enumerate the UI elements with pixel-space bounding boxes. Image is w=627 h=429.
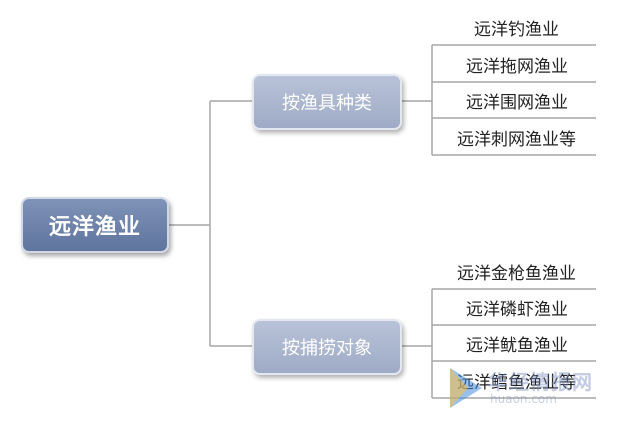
leaf-item: 远洋拖网渔业: [466, 57, 568, 77]
leaf-item: 远洋刺网渔业等: [457, 130, 576, 150]
branch-node-catch-target: 按捕捞对象: [252, 319, 402, 375]
leaf-item: 远洋磷虾渔业: [466, 300, 568, 320]
watermark-url: huaon.com: [490, 392, 557, 406]
watermark-logo-icon: [450, 368, 482, 408]
leaf-item: 远洋钓渔业: [474, 20, 559, 40]
branch-node-gear-type: 按渔具种类: [252, 74, 402, 130]
leaf-item: 远洋鳕鱼渔业等: [457, 373, 576, 393]
root-label: 远洋渔业: [48, 215, 141, 240]
branch-label: 按渔具种类: [282, 93, 372, 114]
watermark: 华经情报网 huaon.com: [448, 364, 616, 412]
leaf-item: 远洋金枪鱼渔业: [457, 264, 576, 284]
leaf-item: 远洋围网渔业: [466, 93, 568, 113]
leaf-item: 远洋鱿鱼渔业: [466, 336, 568, 356]
root-node: 远洋渔业: [21, 197, 169, 253]
branch-label: 按捕捞对象: [282, 338, 372, 359]
watermark-text: 华经情报网: [488, 370, 593, 394]
